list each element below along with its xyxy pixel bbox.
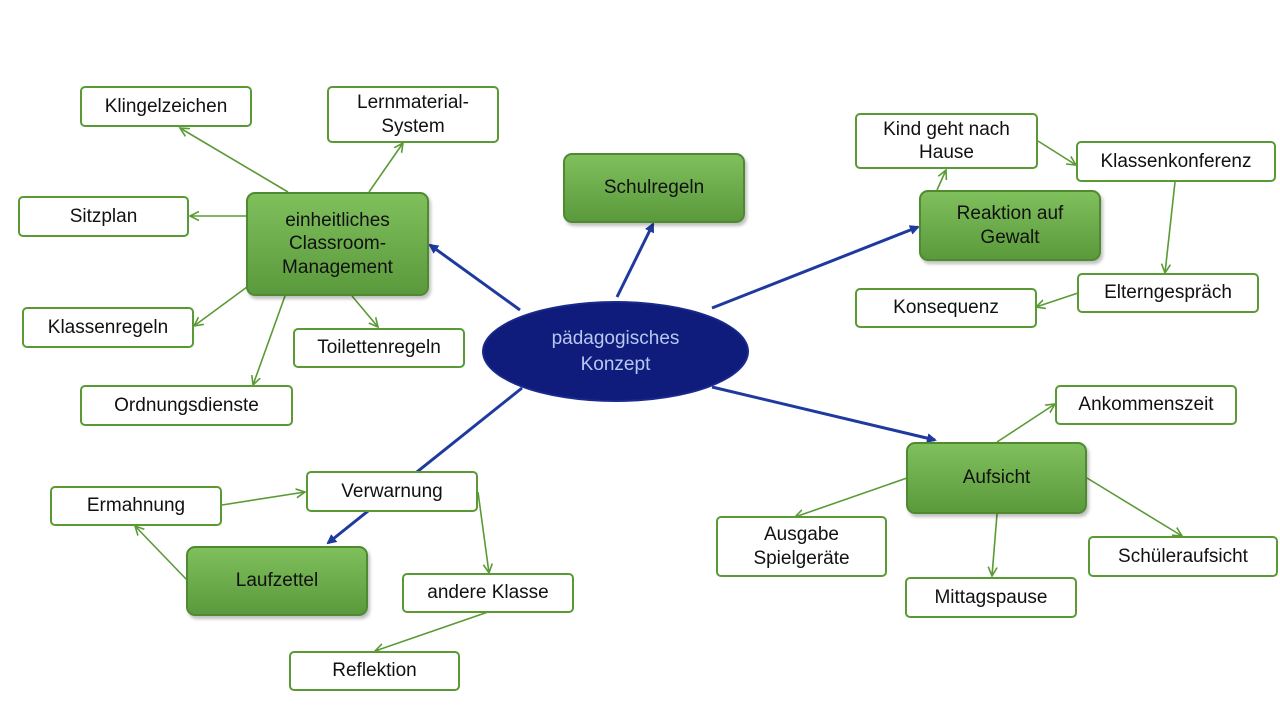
arrow-classroom-to-lernmaterial (368, 143, 403, 193)
sub-node-toilettenregeln[interactable]: Toilettenregeln (293, 328, 465, 368)
arrow-center-to-gewalt (711, 225, 920, 310)
main-node-label: Reaktion auf Gewalt (956, 203, 1064, 248)
sub-node-reflektion[interactable]: Reflektion (289, 651, 460, 691)
sub-node-label: Ausgabe Spielgeräte (753, 524, 850, 569)
main-node-aufsicht[interactable]: Aufsicht (906, 442, 1087, 514)
arrow-ermahnung-to-verwarnung (221, 492, 305, 506)
arrow-verwarnung-to-andere-klasse (477, 491, 489, 573)
sub-node-klingelzeichen[interactable]: Klingelzeichen (80, 86, 252, 127)
sub-node-label: Klingelzeichen (104, 95, 228, 117)
main-node-reaktion-auf-gewalt[interactable]: Reaktion auf Gewalt (919, 190, 1101, 261)
sub-node-label: andere Klasse (427, 582, 549, 604)
sub-node-label: Klassenkonferenz (1100, 150, 1252, 172)
sub-node-ordnungsdienste[interactable]: Ordnungsdienste (80, 385, 293, 426)
arrow-center-to-classroom (428, 243, 521, 312)
arrow-elterngespraech-to-konsequenz (1036, 292, 1079, 307)
arrow-aufsicht-to-ausgabe (795, 477, 908, 517)
main-node-schulregeln[interactable]: Schulregeln (563, 153, 745, 223)
arrow-aufsicht-to-mittagspause (992, 513, 997, 576)
sub-node-label: Ordnungsdienste (114, 394, 259, 416)
sub-node-ermahnung[interactable]: Ermahnung (50, 486, 222, 526)
main-node-label: Aufsicht (962, 467, 1031, 489)
sub-node-andere-klasse[interactable]: andere Klasse (402, 573, 574, 613)
sub-node-verwarnung[interactable]: Verwarnung (306, 471, 478, 512)
arrow-aufsicht-to-schueleraufsicht (1086, 477, 1182, 536)
sub-node-elterngespraech[interactable]: Elterngespräch (1077, 273, 1259, 313)
arrow-aufsicht-to-ankommenszeit (996, 404, 1055, 443)
sub-node-label: Mittagspause (934, 586, 1048, 608)
main-node-laufzettel[interactable]: Laufzettel (186, 546, 368, 616)
arrow-center-to-laufzettel (326, 386, 523, 545)
main-node-classroom-management[interactable]: einheitliches Classroom- Management (246, 192, 429, 296)
sub-node-klassenregeln[interactable]: Klassenregeln (22, 307, 194, 348)
sub-node-label: Klassenregeln (47, 316, 169, 338)
sub-node-label: Kind geht nach Hause (883, 118, 1010, 163)
sub-node-label: Ermahnung (86, 495, 186, 517)
arrow-classroom-to-ordnungsdienste (253, 295, 286, 385)
arrow-kind-to-klassenkonferenz (1037, 140, 1076, 165)
arrow-classroom-to-toilettenregeln (351, 295, 378, 327)
arrow-center-to-aufsicht (711, 385, 937, 444)
arrow-gewalt-to-kind (936, 170, 946, 191)
sub-node-ankommenszeit[interactable]: Ankommenszeit (1055, 385, 1237, 425)
sub-node-label: Reflektion (332, 660, 417, 682)
sub-node-label: Lernmaterial- System (357, 92, 469, 137)
sub-node-kind-geht-nach-hause[interactable]: Kind geht nach Hause (855, 113, 1038, 169)
arrow-classroom-to-klingelzeichen (180, 128, 289, 193)
arrow-classroom-to-klassenregeln (194, 286, 248, 326)
center-node-label: pädagogisches Konzept (551, 327, 680, 375)
sub-node-konsequenz[interactable]: Konsequenz (855, 288, 1037, 328)
arrow-klassenkonferenz-to-elterngespraech (1165, 181, 1176, 273)
sub-node-label: Konsequenz (893, 297, 999, 319)
sub-node-label: Schüleraufsicht (1118, 545, 1248, 567)
arrow-andere-klasse-to-reflektion (375, 611, 489, 651)
main-node-label: Laufzettel (235, 570, 319, 592)
sub-node-ausgabe-spielgeraete[interactable]: Ausgabe Spielgeräte (716, 516, 887, 577)
center-node-paedagogisches-konzept[interactable]: pädagogisches Konzept (482, 301, 749, 402)
sub-node-sitzplan[interactable]: Sitzplan (18, 196, 189, 237)
sub-node-label: Sitzplan (69, 205, 138, 227)
sub-node-label: Verwarnung (341, 480, 443, 502)
sub-node-mittagspause[interactable]: Mittagspause (905, 577, 1077, 618)
sub-node-schueleraufsicht[interactable]: Schüleraufsicht (1088, 536, 1278, 577)
sub-node-label: Ankommenszeit (1078, 394, 1214, 416)
arrow-center-to-schulregeln (615, 222, 655, 298)
sub-node-label: Toilettenregeln (317, 337, 441, 359)
sub-node-lernmaterial-system[interactable]: Lernmaterial- System (327, 86, 499, 143)
sub-node-klassenkonferenz[interactable]: Klassenkonferenz (1076, 141, 1276, 182)
main-node-label: Schulregeln (603, 177, 705, 199)
main-node-label: einheitliches Classroom- Management (282, 210, 393, 278)
arrow-laufzettel-to-ermahnung (135, 526, 188, 581)
sub-node-label: Elterngespräch (1104, 282, 1232, 304)
